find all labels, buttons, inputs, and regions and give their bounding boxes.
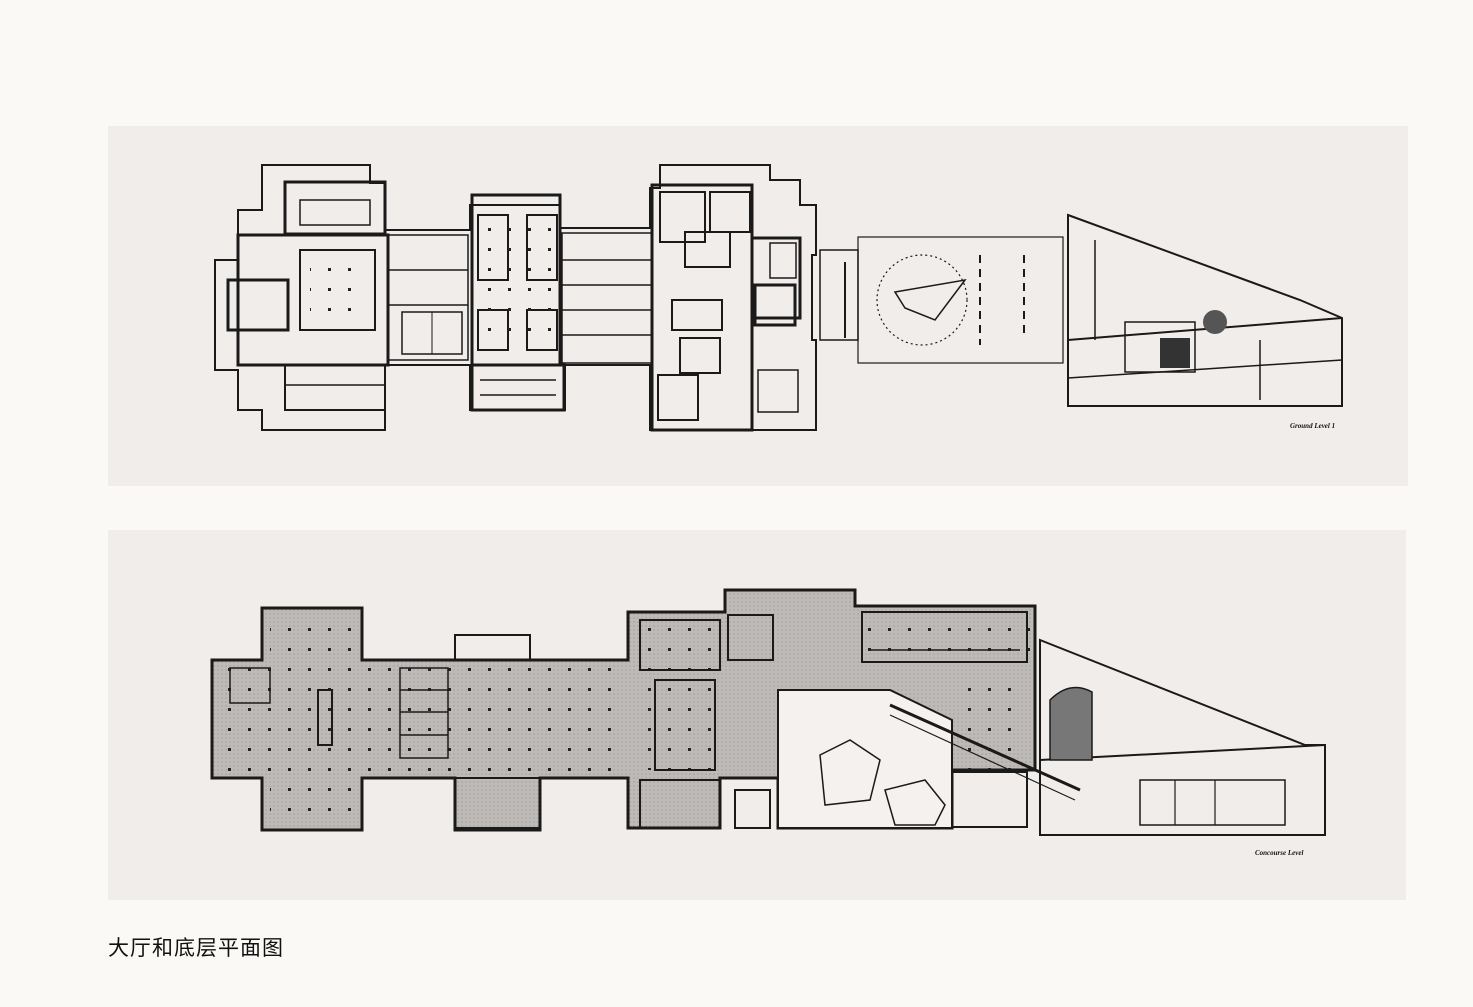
- figure-caption: 大厅和底层平面图: [108, 936, 284, 960]
- ground-level-label: Ground Level 1: [1290, 422, 1336, 430]
- concourse-level-plan: [210, 588, 1326, 836]
- ground-level-plan: [214, 164, 1343, 432]
- concourse-level-label: Concourse Level: [1255, 849, 1304, 857]
